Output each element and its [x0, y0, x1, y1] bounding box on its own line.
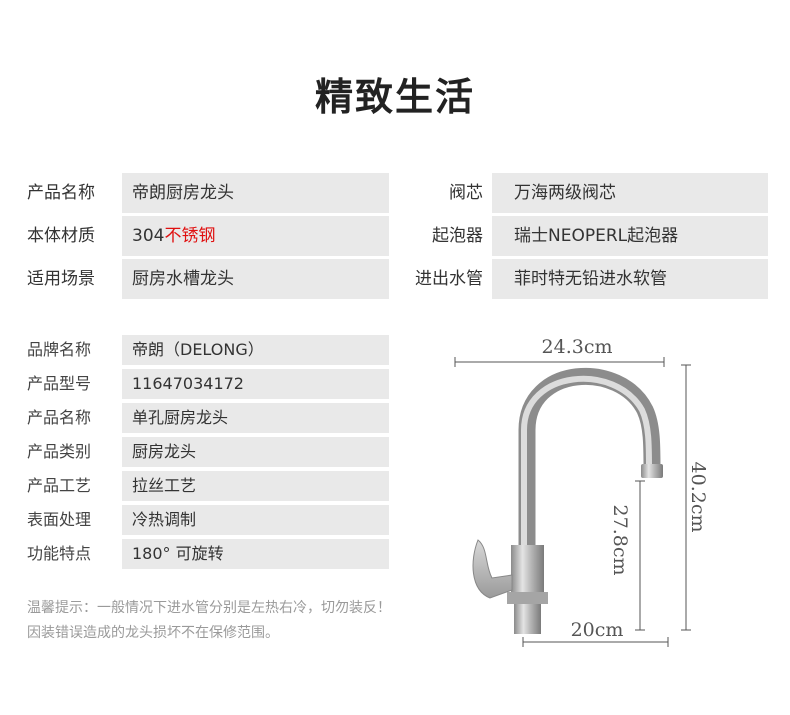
- detail-label: 产品型号: [27, 374, 92, 393]
- detail-label: 品牌名称: [27, 340, 92, 359]
- detail-label: 产品工艺: [27, 476, 92, 495]
- spec-value: 帝朗厨房龙头: [122, 173, 389, 213]
- detail-value: 11647034172: [122, 369, 389, 399]
- detail-value: 帝朗（DELONG）: [122, 335, 389, 365]
- faucet-aerator: [641, 464, 663, 478]
- detail-value: 180° 可旋转: [122, 539, 389, 569]
- dim-label-bottom-width: 20cm: [571, 619, 624, 641]
- spec-label: 产品名称: [27, 183, 95, 203]
- spec-value: 万海两级阀芯: [492, 173, 768, 213]
- dim-label-spout-height: 27.8cm: [609, 505, 631, 576]
- detail-value: 单孔厨房龙头: [122, 403, 389, 433]
- warning-note: 温馨提示：一般情况下进水管分别是左热右冷，切勿装反！: [27, 600, 391, 616]
- faucet-spout: [518, 367, 661, 555]
- faucet-body: [511, 545, 544, 595]
- spec-label: 起泡器: [432, 226, 483, 246]
- spec-value: 菲时特无铅进水软管: [492, 259, 768, 299]
- spec-value: 瑞士NEOPERL起泡器: [492, 216, 768, 256]
- detail-value: 拉丝工艺: [122, 471, 389, 501]
- detail-label: 产品名称: [27, 408, 92, 427]
- spec-label: 本体材质: [27, 226, 95, 246]
- dim-label-total-height: 40.2cm: [687, 462, 709, 533]
- dim-label-top-width: 24.3cm: [542, 336, 613, 358]
- faucet-lower-body: [514, 604, 541, 634]
- detail-label: 产品类别: [27, 442, 92, 461]
- faucet-handle: [472, 539, 513, 599]
- faucet-base: [507, 592, 548, 604]
- spec-value-highlight: 不锈钢: [164, 226, 216, 246]
- spec-label: 阀芯: [449, 183, 483, 203]
- spec-label: 进出水管: [415, 269, 483, 289]
- warranty-note: 因装错误造成的龙头损坏不在保修范围。: [27, 625, 279, 641]
- detail-value: 厨房龙头: [122, 437, 389, 467]
- spec-value-prefix: 304: [132, 226, 165, 246]
- page-title: 精致生活: [314, 74, 475, 119]
- faucet-spout-highlight: [521, 375, 652, 555]
- spec-label: 适用场景: [27, 269, 95, 289]
- detail-value: 冷热调制: [122, 505, 389, 535]
- spec-value: 厨房水槽龙头: [122, 259, 389, 299]
- detail-label: 表面处理: [27, 510, 92, 529]
- spec-value: 304不锈钢: [122, 216, 389, 256]
- detail-label: 功能特点: [27, 544, 92, 563]
